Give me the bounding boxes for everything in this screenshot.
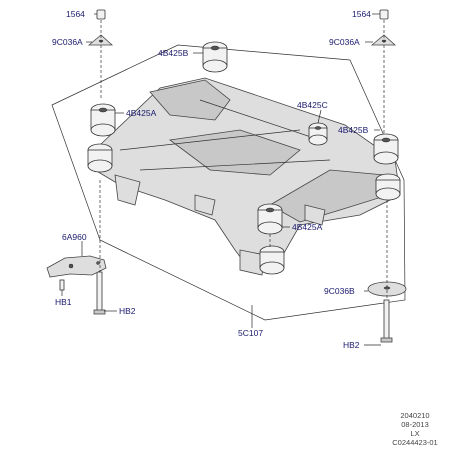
bush-4B425B-top [202,41,228,73]
bush-4B425A-left [90,103,116,137]
drawing-number: 2040210 [400,411,430,420]
bracket-6A960 [46,255,107,278]
cap-1564-right [379,9,389,20]
callout-HB1: HB1 [55,297,72,307]
callout-5C107: 5C107 [238,328,263,338]
callout-9C036A-right: 9C036A [329,37,360,47]
bolt-left [93,271,106,315]
stud-HB1 [59,279,65,291]
washer-9C036A-right [370,34,397,46]
bush-right-front [375,173,401,201]
callout-HB2-right: HB2 [343,340,360,350]
bush-4B425C [308,122,328,146]
callout-1564-left: 1564 [66,9,85,19]
callout-1564-right: 1564 [352,9,371,19]
drawing-info: 2040210 08-2013 LX C0244423-01 [380,411,450,447]
bolt-right [380,299,393,343]
callout-4B425A-center: 4B425A [292,222,323,232]
callout-9C036A-left: 9C036A [52,37,83,47]
drawing-reference: C0244423-01 [392,438,438,447]
callout-9C036B: 9C036B [324,286,355,296]
callout-6A960: 6A960 [62,232,87,242]
drawing-date: 08-2013 [401,420,429,429]
callout-4B425A-left: 4B425A [126,108,157,118]
callout-4B425B-top: 4B425B [158,48,189,58]
washer-9C036B [367,281,407,297]
drawing-model: LX [410,429,420,438]
washer-9C036A-left [87,34,114,46]
callout-4B425B-right: 4B425B [338,125,369,135]
bush-4B425A-center [257,203,283,235]
callout-4B425C: 4B425C [297,100,328,110]
cap-1564-left [96,9,106,20]
bush-left-front [87,143,113,173]
bush-4B425B-right [373,133,399,165]
callout-HB2-left: HB2 [119,306,136,316]
bush-rear-center [259,245,285,275]
